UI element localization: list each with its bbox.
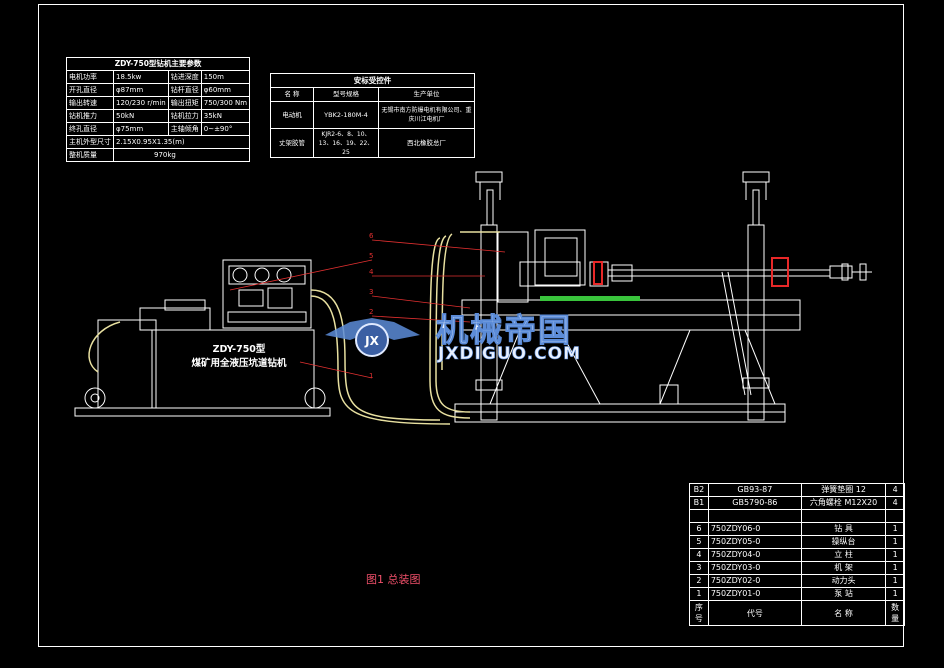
bom-qty: 1: [885, 587, 905, 601]
bom-qty: 1: [885, 574, 905, 588]
bom-code: 750ZDY04-0: [707, 548, 802, 562]
table-row: 主机外型尺寸 2.15X0.95X1.35(m): [66, 135, 251, 149]
part-model: KJR2-6、8、10、13、16、19、22、25: [313, 128, 379, 158]
column-header: 序号: [689, 600, 709, 626]
bom-index: 4: [689, 548, 709, 562]
param-value: 970kg: [112, 148, 251, 162]
motor-housing: [97, 319, 157, 409]
table-row: 6 750ZDY06-0 钻 具 1: [689, 522, 905, 536]
table-row: 终孔直径 φ75mm 主轴倾角 0~±90°: [66, 122, 251, 136]
bom-name: 动力头: [800, 574, 887, 588]
controlled-parts-table: 安标受控件 名 称 型号规格 生产单位 电动机 YBK2-180M-4 无锡市南…: [270, 73, 475, 158]
column-header: 数量: [885, 600, 905, 626]
watermark-emblem: JX: [325, 318, 420, 357]
bom-name: 机 架: [800, 561, 887, 575]
table-row: 丈架胶管 KJR2-6、8、10、13、16、19、22、25 西北橡胶总厂: [270, 128, 475, 158]
bom-table: B2 GB93-87 弹簧垫圈 12 4 B1 GB5790-86 六角螺栓 M…: [689, 483, 905, 626]
callout-3: 3: [369, 288, 374, 296]
emblem-text: JX: [364, 334, 379, 348]
bom-index: 1: [689, 587, 709, 601]
bom-name: 钻 具: [800, 522, 887, 536]
watermark-url: JXDIGUO.COM: [438, 344, 582, 365]
machine-label: ZDY-750型 煤矿用全液压坑道钻机: [179, 343, 299, 371]
bom-code: 750ZDY05-0: [707, 535, 802, 549]
part-maker: 西北橡胶总厂: [378, 128, 475, 158]
params-table: ZDY-750型钻机主要参数 电机功率 18.5kw 钻进深度 150m 开孔直…: [65, 57, 251, 162]
table-header-row: 序号 代号 名 称 数量: [689, 600, 905, 626]
bom-code: 750ZDY01-0: [707, 587, 802, 601]
table-row: 2 750ZDY02-0 动力头 1: [689, 574, 905, 588]
control-console: [222, 259, 312, 329]
param-label: 整机质量: [66, 148, 114, 162]
bom-name: 操纵台: [800, 535, 887, 549]
part-name: 电动机: [270, 101, 314, 129]
figure-caption: 图1 总装图: [366, 573, 421, 586]
table-row: 电动机 YBK2-180M-4 无锡市南方防爆电机有限公司、重庆川江电机厂: [270, 101, 475, 129]
bom-qty: 1: [885, 535, 905, 549]
bom-code: 750ZDY02-0: [707, 574, 802, 588]
column-header: 名 称: [800, 600, 887, 626]
callout-2: 2: [369, 308, 374, 316]
bom-code: 750ZDY06-0: [707, 522, 802, 536]
table-row: B1 GB5790-86 六角螺栓 M12X20 4: [689, 496, 905, 510]
callout-6: 6: [369, 232, 374, 240]
bom-code: GB5790-86: [707, 496, 802, 510]
bom-index: 5: [689, 535, 709, 549]
table-row: 钻机推力 50kN 钻机拉力 35kN: [66, 109, 251, 123]
bom-index: 2: [689, 574, 709, 588]
bom-index: B1: [689, 496, 709, 510]
table-row: 1 750ZDY01-0 泵 站 1: [689, 587, 905, 601]
bom-index: 6: [689, 522, 709, 536]
watermark-brand: 机械帝国: [435, 311, 573, 350]
bom-code: GB93-87: [707, 483, 802, 497]
callout-5: 5: [369, 252, 374, 260]
machine-name: 煤矿用全液压坑道钻机: [191, 358, 287, 369]
bom-name: 泵 站: [800, 587, 887, 601]
table-row: 3 750ZDY03-0 机 架 1: [689, 561, 905, 575]
column-header: 代号: [707, 600, 802, 626]
power-head: [497, 231, 529, 303]
bom-qty: 1: [885, 522, 905, 536]
bom-qty: 1: [885, 561, 905, 575]
table-row: B2 GB93-87 弹簧垫圈 12 4: [689, 483, 905, 497]
bom-code: 750ZDY03-0: [707, 561, 802, 575]
spacer-row: [689, 509, 905, 523]
drawing-frame: [38, 4, 904, 647]
bom-index: 3: [689, 561, 709, 575]
machine-model: ZDY-750型: [212, 344, 266, 355]
bom-qty: 4: [885, 483, 905, 497]
callout-4: 4: [369, 268, 374, 276]
table-row: 整机质量 970kg: [66, 148, 251, 162]
red-holder: [771, 257, 789, 287]
part-name: 丈架胶管: [270, 128, 314, 158]
bom-index: B2: [689, 483, 709, 497]
bom-name: 立 柱: [800, 548, 887, 562]
green-slide: [540, 296, 640, 301]
callout-leaders: [229, 239, 506, 379]
table-row: 4 750ZDY04-0 立 柱 1: [689, 548, 905, 562]
callout-1: 1: [369, 372, 374, 380]
bom-name: 六角螺栓 M12X20: [800, 496, 887, 510]
hydraulic-hoses: [88, 231, 500, 425]
table-row: 5 750ZDY05-0 操纵台 1: [689, 535, 905, 549]
bom-name: 弹簧垫圈 12: [800, 483, 887, 497]
bom-qty: 1: [885, 548, 905, 562]
table-row: 电机功率 18.5kw 钻进深度 150m: [66, 70, 251, 84]
red-chuck: [593, 261, 603, 285]
bom-qty: 4: [885, 496, 905, 510]
